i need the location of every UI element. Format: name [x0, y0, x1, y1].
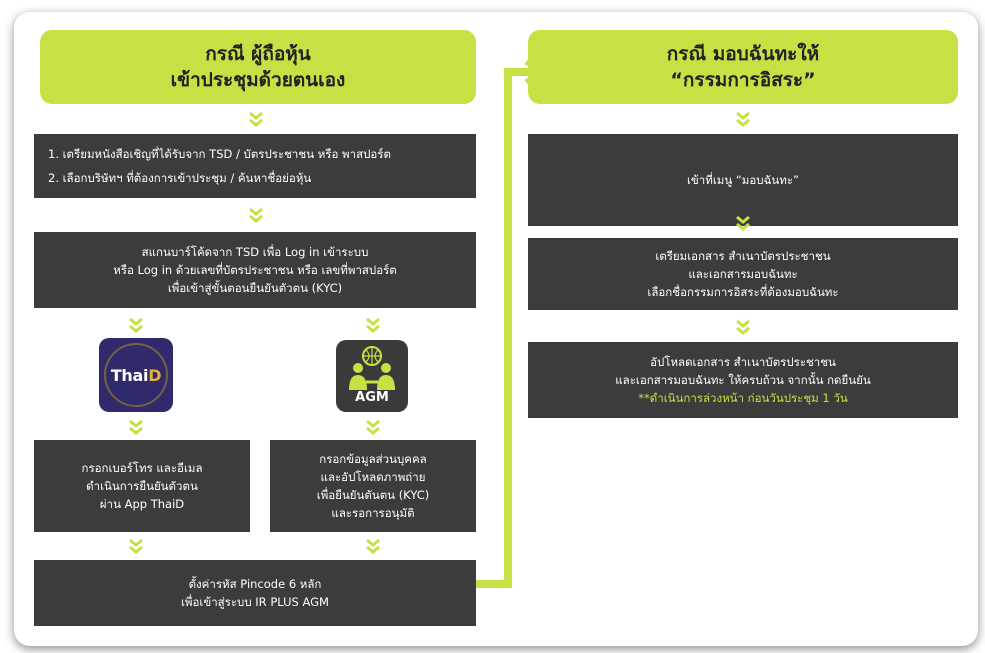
agm-verify-line3: เพื่อยืนยันตันตน (KYC): [316, 488, 430, 502]
chevron-down-icon: [736, 111, 750, 127]
right-step-upload-line2: และเอกสารมอบฉันทะ ให้ครบถ้วน จากนั้น กดย…: [615, 373, 871, 387]
left-step-login-line3: เพื่อเข้าสู่ขั้นตอนยืนยันตัวตน (KYC): [167, 281, 343, 295]
agm-verify-line4: และรอการอนุมัติ: [331, 506, 415, 520]
chevron-down-icon: [129, 317, 143, 333]
left-step-login-line1: สแกนบาร์โค้ดจาก TSD เพื่อ Log in เข้าระบ…: [141, 245, 369, 259]
chevron-down-icon: [129, 538, 143, 554]
chevron-down-icon: [249, 207, 263, 223]
agm-people-globe-icon: [349, 346, 395, 390]
right-step-upload: อัปโหลดเอกสาร สำเนาบัตรประชาชน และเอกสาร…: [528, 342, 958, 418]
left-step-prepare: 1. เตรียมหนังสือเชิญที่ได้รับจาก TSD / บ…: [34, 134, 476, 198]
right-header: กรณี มอบฉันทะให้ “กรรมการอิสระ”: [528, 30, 958, 104]
right-step-menu: เข้าที่เมนู “มอบฉันทะ”: [528, 134, 958, 226]
left-step-prepare-line2: 2. เลือกบริษัทฯ ที่ต้องการเข้าประชุม / ค…: [48, 171, 312, 185]
chevron-down-icon: [249, 111, 263, 127]
right-step-prepare-line3: เลือกชื่อกรรมการอิสระที่ต้องมอบฉันทะ: [647, 285, 839, 299]
agm-verify-line1: กรอกข้อมูลส่วนบุคคล: [319, 452, 427, 466]
chevron-down-icon: [366, 538, 380, 554]
right-step-upload-note: **ดำเนินการล่วงหน้า ก่อนวันประชุม 1 วัน: [638, 391, 848, 405]
thaid-verify-line3: ผ่าน App ThaiD: [99, 497, 185, 511]
left-step-pincode: ตั้งค่ารหัส Pincode 6 หลัก เพื่อเข้าสู่ร…: [34, 560, 476, 626]
agm-app-logo: AGM: [336, 340, 408, 412]
left-step-login: สแกนบาร์โค้ดจาก TSD เพื่อ Log in เข้าระบ…: [34, 232, 476, 308]
chevron-down-icon: [736, 319, 750, 335]
chevron-down-icon: [366, 317, 380, 333]
thaid-app-logo: ThaiD: [99, 338, 173, 412]
right-step-menu-line: เข้าที่เมนู “มอบฉันทะ”: [686, 173, 799, 187]
agm-verify-box: กรอกข้อมูลส่วนบุคคล และอัปโหลดภาพถ่าย เพ…: [270, 440, 476, 532]
chevron-down-icon: [736, 215, 750, 231]
right-step-prepare-docs: เตรียมเอกสาร สำเนาบัตรประชาชน และเอกสารม…: [528, 238, 958, 310]
right-step-prepare-line2: และเอกสารมอบฉันทะ: [688, 267, 798, 281]
thaid-verify-box: กรอกเบอร์โทร และอีเมล ดำเนินการยืนยันตัว…: [34, 440, 250, 532]
thaid-verify-line1: กรอกเบอร์โทร และอีเมล: [81, 461, 203, 475]
right-step-prepare-line1: เตรียมเอกสาร สำเนาบัตรประชาชน: [655, 249, 831, 263]
left-header-line2: เข้าประชุมด้วยตนเอง: [170, 69, 346, 91]
right-header-line1: กรณี มอบฉันทะให้: [666, 43, 820, 65]
thaid-logo-text: ThaiD: [110, 365, 162, 385]
chevron-down-icon: [129, 419, 143, 435]
thaid-logo-seal: [104, 343, 168, 407]
left-step-prepare-line1: 1. เตรียมหนังสือเชิญที่ได้รับจาก TSD / บ…: [48, 147, 391, 161]
left-header-line1: กรณี ผู้ถือหุ้น: [205, 43, 311, 65]
right-header-line2: “กรรมการอิสระ”: [670, 69, 816, 91]
chevron-down-icon: [366, 419, 380, 435]
agm-logo-text: AGM: [355, 390, 389, 405]
left-header: กรณี ผู้ถือหุ้น เข้าประชุมด้วยตนเอง: [40, 30, 476, 104]
right-step-upload-line1: อัปโหลดเอกสาร สำเนาบัตรประชาชน: [650, 355, 836, 369]
left-step-pincode-line1: ตั้งค่ารหัส Pincode 6 หลัก: [188, 577, 322, 591]
diagram-card: [14, 12, 978, 646]
left-step-pincode-line2: เพื่อเข้าสู่ระบบ IR PLUS AGM: [181, 595, 329, 609]
left-step-login-line2: หรือ Log in ด้วยเลขที่บัตรประชาชน หรือ เ…: [113, 263, 397, 277]
thaid-verify-line2: ดำเนินการยืนยันตัวตน: [86, 479, 198, 493]
agm-verify-line2: และอัปโหลดภาพถ่าย: [320, 470, 426, 484]
